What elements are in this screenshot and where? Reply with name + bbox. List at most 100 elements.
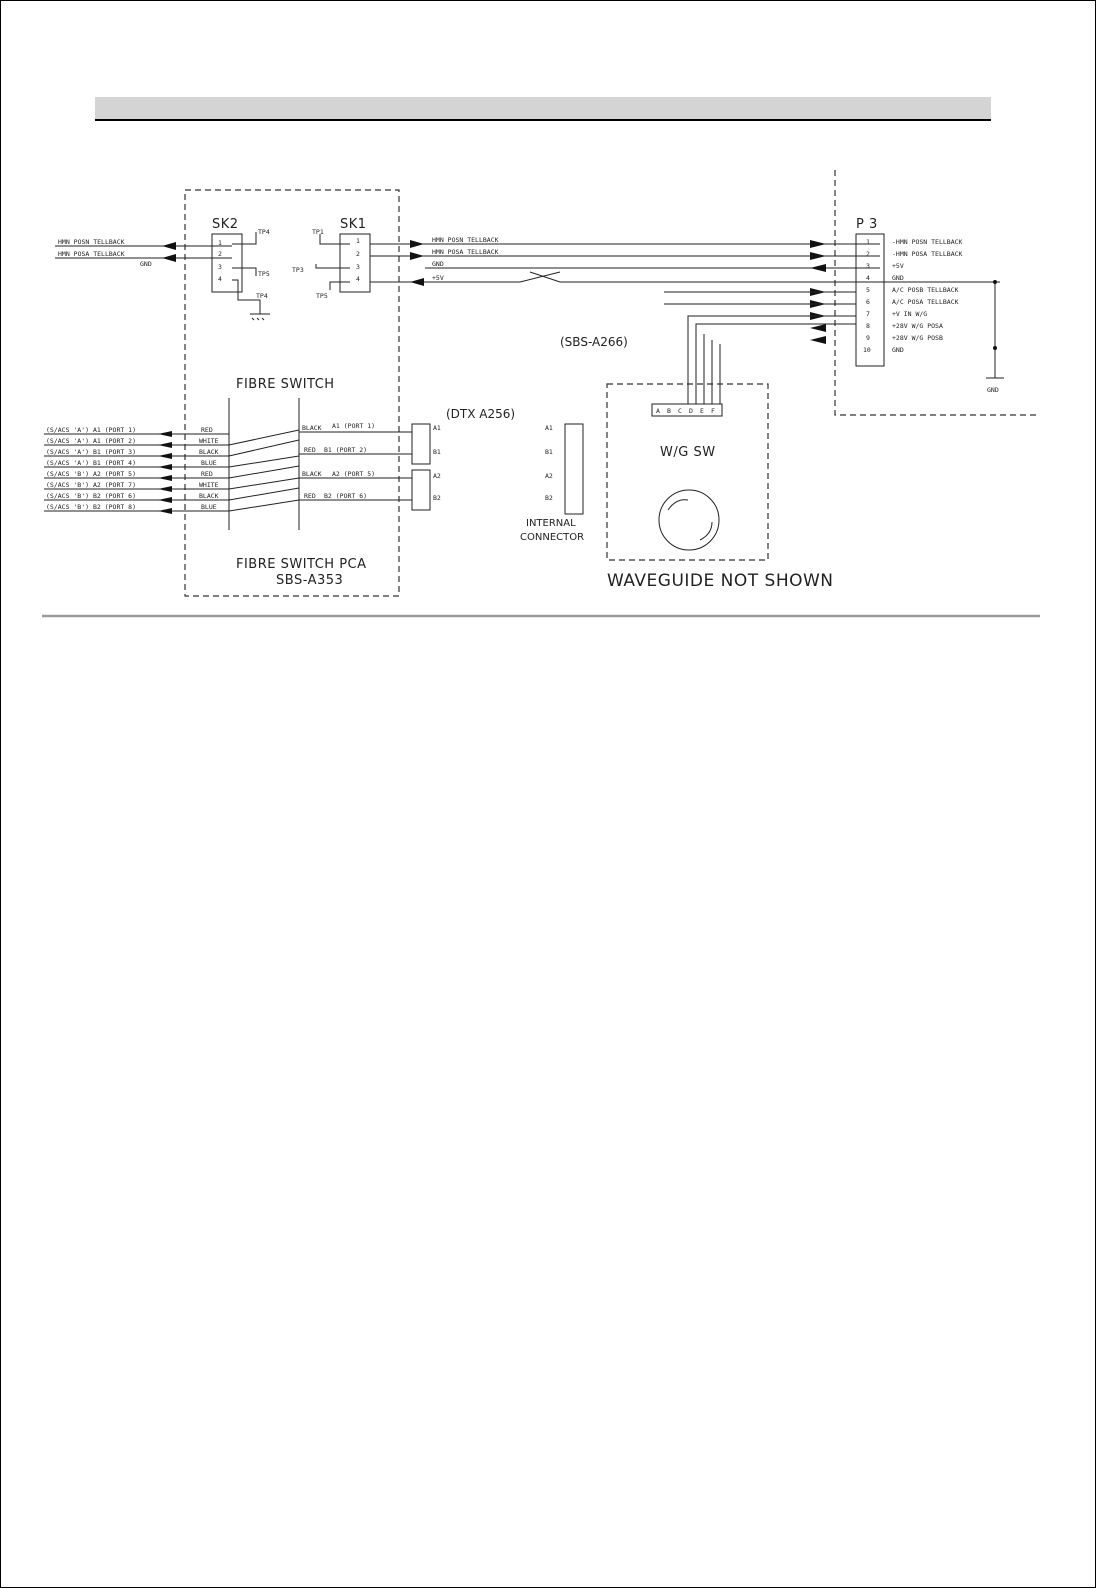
p3-pin-num-6: 6 [866, 298, 870, 306]
mid-signal-4: +5V [432, 274, 444, 282]
p3-arrow-3 [810, 264, 826, 272]
dtx-right-b1: B1 [545, 448, 553, 456]
fibre-output-color-3: BLACK [302, 470, 322, 478]
fibre-arrow-5 [158, 475, 172, 481]
fibre-input-arrows [158, 431, 172, 514]
gnd-node-mid [993, 346, 997, 350]
contact-arm-6 [228, 487, 300, 501]
wg-pin-a: A [656, 407, 660, 415]
fibre-input-2: (S/ACS 'A') A1 (PORT 2) [46, 437, 136, 445]
sk2-pin-1: 1 [218, 239, 222, 247]
mid-signal-2: HMN POSA TELLBACK [432, 248, 499, 256]
line-plus5v-b [529, 271, 1000, 283]
fibre-arrow-1 [158, 431, 172, 437]
sk2-label: SK2 [212, 217, 239, 232]
wg-pin-b: B [667, 407, 671, 415]
p3-pin-num-2: 2 [866, 250, 870, 258]
sk2-connector [211, 233, 243, 293]
dtx-plug-lower [411, 469, 431, 511]
p3-pin-num-3: 3 [866, 262, 870, 270]
internal-connector-block [564, 423, 584, 515]
p3-pin-num-5: 5 [866, 286, 870, 294]
sk2-tp4-lead [232, 232, 257, 245]
fibre-output-color-1: BLACK [302, 424, 322, 432]
sk1-pin-2: 2 [356, 250, 360, 258]
wg-pin-e: E [700, 407, 704, 415]
wg-pin-strip [651, 403, 723, 417]
sk1-arrow-4 [410, 278, 424, 286]
fibre-input-5: (S/ACS 'B') A2 (PORT 5) [46, 470, 136, 478]
p3-pin-text-1: -HMN POSN TELLBACK [892, 238, 963, 246]
gnd-node-top [993, 280, 997, 284]
sk1-pin-1: 1 [356, 237, 360, 245]
wire-color-6: WHITE [199, 481, 219, 489]
fibre-input-labels: (S/ACS 'A') A1 (PORT 1) (S/ACS 'A') A1 (… [46, 426, 136, 511]
p3-pin-text-10: GND [892, 346, 904, 354]
sk2-tp-a: TP4 [258, 228, 270, 236]
mid-signal-1: HMN POSN TELLBACK [432, 236, 499, 244]
sk1-tp3-lead [315, 264, 350, 269]
fibre-input-4: (S/ACS 'A') B1 (PORT 4) [46, 459, 136, 467]
fibre-input-1: (S/ACS 'A') A1 (PORT 1) [46, 426, 136, 434]
fibre-arrow-6 [158, 486, 172, 492]
fibre-output-text-3: A2 (PORT 5) [332, 470, 375, 478]
fibre-output-color-2: RED [304, 446, 316, 454]
gnd-ground-label: GND [987, 386, 999, 394]
sk1-tp-a: TP1 [312, 228, 324, 236]
p3-pin-text-5: A/C POSB TELLBACK [892, 286, 959, 294]
fibre-switch-pca-title: FIBRE SWITCH PCA [236, 557, 367, 572]
p3-arrow-2 [810, 252, 826, 260]
fibre-input-lines [44, 433, 229, 512]
dtx-left-b1: B1 [433, 448, 441, 456]
fibre-switch-contacts [228, 429, 300, 512]
p3-arrow-8 [810, 324, 826, 332]
sk2-tp-b: TP5 [258, 270, 270, 278]
p3-pin-text-7: +V IN W/G [892, 310, 927, 318]
line-28v-posa [695, 323, 856, 404]
p3-pin-num-1: 1 [866, 238, 870, 246]
sk2-arrow-2 [162, 254, 176, 262]
dtx-a256-label: (DTX A256) [446, 407, 515, 421]
fibre-output-text-4: B2 (PORT 6) [324, 492, 367, 500]
title-bar [95, 97, 991, 121]
fibre-output-color-4: RED [304, 492, 316, 500]
sk1-tp1-lead [319, 234, 350, 245]
contact-arm-1 [228, 429, 300, 446]
dtx-left-a1: A1 [433, 424, 441, 432]
sk2-input-label-1: HMN POSN TELLBACK [58, 238, 125, 246]
wire-color-3: BLACK [199, 448, 219, 456]
dtx-left-b2: B2 [433, 494, 441, 502]
wire-color-5: RED [201, 470, 213, 478]
fibre-arrow-8 [158, 508, 172, 514]
wg-sw-label: W/G SW [660, 445, 716, 460]
p3-pin-text-3: +5V [892, 262, 904, 270]
p3-pin-text-6: A/C POSA TELLBACK [892, 298, 959, 306]
p3-connector [855, 233, 885, 367]
sk2-tp5-lead [232, 267, 257, 276]
dtx-right-a2: A2 [545, 472, 553, 480]
sk2-pin-2: 2 [218, 250, 222, 258]
sbs-a266-label: (SBS-A266) [560, 335, 628, 349]
wire-color-1: RED [201, 426, 213, 434]
fibre-switch-pca-part: SBS-A353 [276, 573, 343, 588]
sk2-input-label-3: GND [140, 260, 152, 268]
p3-arrow-9 [810, 336, 826, 344]
contact-arm-2 [228, 439, 300, 457]
wire-color-2: WHITE [199, 437, 219, 445]
sk2-input-label-2: HMN POSA TELLBACK [58, 250, 125, 258]
line-v-in-wg [687, 315, 856, 404]
wg-pin-f: F [711, 407, 715, 415]
p3-arrow-1 [810, 240, 826, 248]
fibre-input-3: (S/ACS 'A') B1 (PORT 3) [46, 448, 136, 456]
sk1-pin-4: 4 [356, 275, 360, 283]
wg-pin-d: D [689, 407, 693, 415]
contact-arm-7 [228, 499, 300, 512]
p3-pin-list: 1 2 3 4 5 6 7 8 9 10 -HMN POSN TELLBACK … [863, 238, 963, 354]
wg-switch-boundary [606, 383, 769, 561]
fibre-output-text-2: B1 (PORT 2) [324, 446, 367, 454]
contact-arm-5 [228, 477, 300, 490]
ground-symbol [250, 313, 270, 321]
fibre-input-6: (S/ACS 'B') A2 (PORT 7) [46, 481, 136, 489]
